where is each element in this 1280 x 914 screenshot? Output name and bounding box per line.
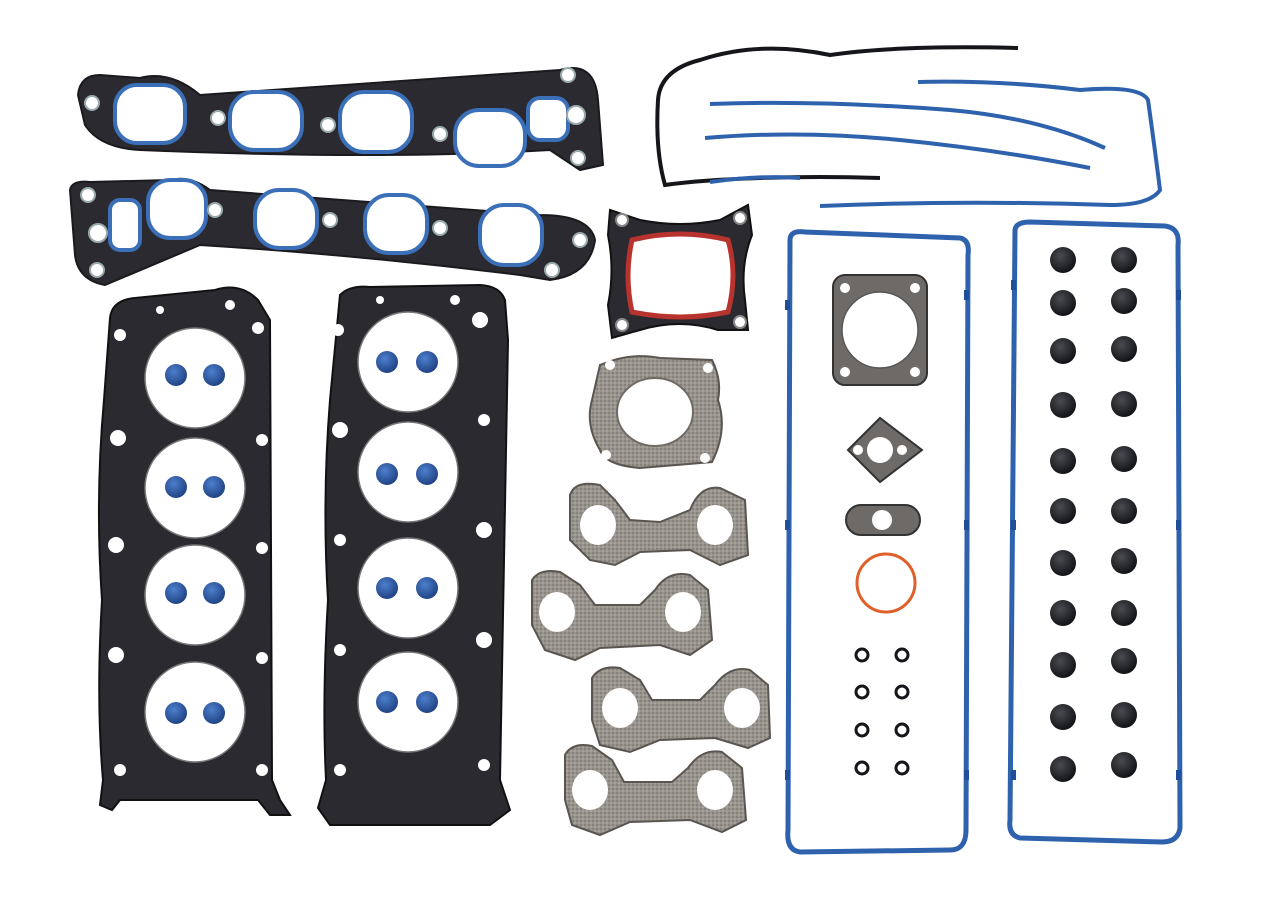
valve-cover-gasket-center [785,229,971,855]
valve-stem-seals-on-heads [165,351,438,724]
exhaust-manifold-gasket-4 [564,744,748,837]
throttle-body-small-gasket [832,274,928,386]
valve-cover-gasket-blue [704,79,1163,208]
egr-tube-gasket [845,504,921,536]
valve-cover-gasket-right [1007,219,1183,845]
exhaust-manifold-gasket-3 [591,666,772,754]
intake-manifold-gasket-lower [68,177,597,287]
exhaust-manifold-gasket-2 [531,570,714,662]
throttle-body-gasket [606,203,754,340]
intake-manifold-gasket-upper [76,67,605,172]
valve-cover-gasket-black [655,45,1019,188]
cylinder-head-gasket-right [316,283,512,826]
small-o-rings [854,647,910,776]
exhaust-manifold-gasket-1 [569,482,750,567]
cylinder-head-gasket-left [97,286,292,816]
egr-gasket [588,355,723,470]
orange-o-ring [855,552,917,614]
egr-valve-gasket [846,416,924,484]
valve-stem-seals-loose [1050,247,1137,782]
